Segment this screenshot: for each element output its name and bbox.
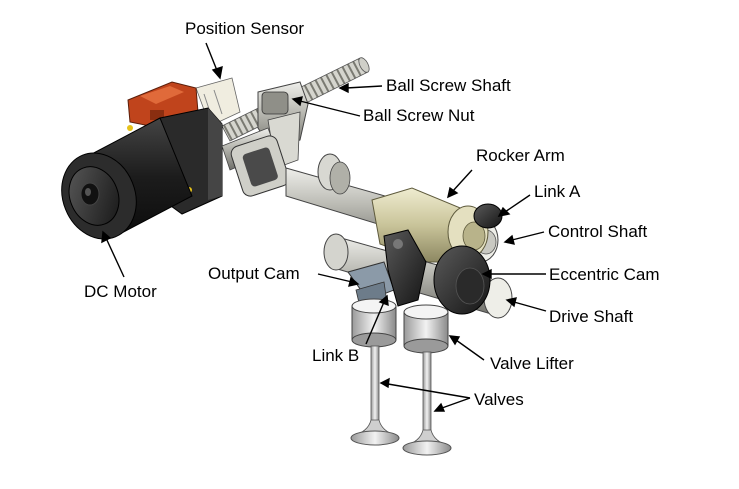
dc-motor-part [61,117,193,240]
link-a-part [473,203,503,229]
leader-drive-shaft [505,297,547,312]
leader-link-b [365,294,389,345]
leader-dc-motor [101,230,125,278]
label-link-a: Link A [534,182,581,201]
valves-part [350,345,452,456]
link-b-part [383,229,427,307]
leader-ball-screw-shaft [338,82,383,94]
label-ball-screw-shaft: Ball Screw Shaft [386,76,511,95]
label-rocker-arm: Rocker Arm [476,146,565,165]
coupling-part [221,127,290,197]
leader-rocker-arm [447,169,473,199]
label-drive-shaft: Drive Shaft [549,307,634,326]
valve-lifter-part [351,298,449,354]
label-position-sensor: Position Sensor [185,19,305,38]
label-valve-lifter: Valve Lifter [490,354,574,373]
label-ball-screw-nut: Ball Screw Nut [363,106,475,125]
leader-eccentric-cam [481,268,546,280]
leader-output-cam [317,273,360,287]
label-dc-motor: DC Motor [84,282,157,301]
label-valves: Valves [474,390,524,409]
label-output-cam: Output Cam [208,264,300,283]
label-link-b: Link B [312,346,360,365]
leader-valve-lifter [448,335,485,361]
leader-valves [379,377,471,412]
leader-ball-screw-nut [291,96,361,117]
label-eccentric-cam: Eccentric Cam [549,265,660,284]
eccentric-cam-part [433,245,491,315]
leader-lines [101,42,547,412]
leader-link-a [497,194,531,217]
leader-control-shaft [503,231,545,245]
label-control-shaft: Control Shaft [548,222,648,241]
leader-position-sensor [205,42,223,80]
